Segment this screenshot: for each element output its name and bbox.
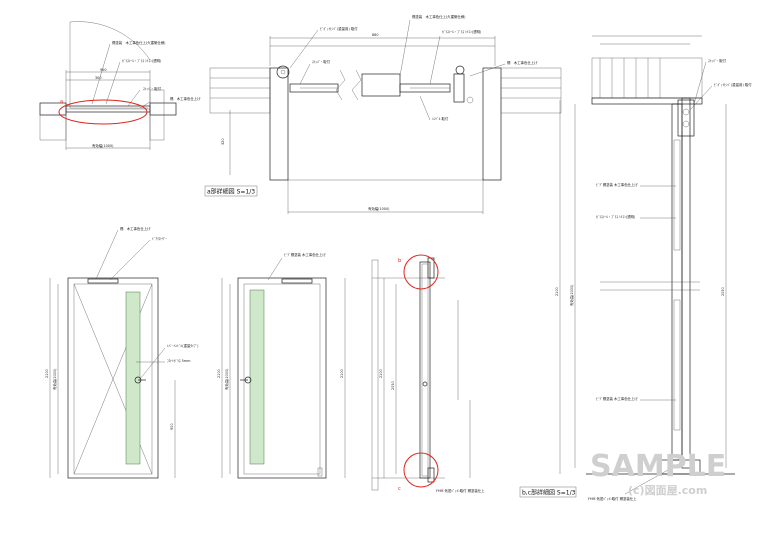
bc-dim-2050: 2050 bbox=[721, 287, 725, 296]
marker-c: c bbox=[398, 486, 401, 492]
elev1-dim-inner: 有効高(2000) bbox=[52, 368, 57, 390]
bc-note-bottom: FHM 気密ﾊﾟｯｷﾝ取付 錫塗装仕上 bbox=[588, 496, 637, 501]
plan-note-paint: 錫塗装 木工事色仕上げ(建築仕様) bbox=[112, 40, 166, 45]
highlight-c bbox=[403, 452, 439, 488]
elev2-dim-h2: 2100 bbox=[340, 369, 344, 378]
sec-dim-2100: 2100 bbox=[379, 369, 383, 378]
watermark: SAMPLE (c)図面屋.com bbox=[590, 449, 726, 497]
elev1-note-closer: ﾄﾞｱｸﾛｰｻﾞｰ bbox=[152, 236, 168, 241]
elev1-dim-900: 900 bbox=[170, 424, 174, 430]
a-dim-860: 860 bbox=[372, 33, 378, 37]
plan-dim-total: 有効幅(1000) bbox=[92, 143, 114, 148]
plan-note-glass: ｶﾞﾗｽｼｰﾙ・ﾌﾞﾗｽ ｼﾘｺﾝ(透明) bbox=[122, 58, 162, 63]
highlight-b bbox=[403, 254, 439, 290]
bc-dim-inner: 有効高(2000) bbox=[569, 284, 574, 306]
section-bc: 2100 2050 FHM 気密ﾊﾟｯｷﾝ取付 錫塗装仕上 b c bbox=[371, 254, 485, 493]
a-note-handle: ﾊﾝﾄﾞﾙ 取付 bbox=[432, 116, 449, 121]
watermark-site: (c)図面屋.com bbox=[628, 483, 707, 497]
elevation-2: 2100 有効高(2000) 2100 ﾋﾞﾃﾞ錫塗装 木工事色仕上げ bbox=[217, 252, 346, 479]
watermark-sample: SAMPLE bbox=[590, 449, 726, 484]
sec-note-bottom: FHM 気密ﾊﾟｯｷﾝ取付 錫塗装仕上 bbox=[436, 488, 485, 493]
elev2-dim-h: 2100 bbox=[217, 369, 221, 378]
bc-dim-2100: 2100 bbox=[555, 287, 559, 296]
marker-a: a bbox=[60, 99, 63, 105]
elev1-note-lever: ﾚﾊﾞｰﾊﾝﾄﾞﾙ(重量ﾀｲﾌﾟ) bbox=[167, 343, 199, 348]
pivot-hinge-icon bbox=[276, 65, 290, 79]
bc-note-frame: ﾋﾞﾃﾞ錫塗装 木工事色仕上げ bbox=[596, 182, 638, 187]
plan-note-wall: 錫 木工事色仕上げ bbox=[170, 96, 201, 101]
elevation-1: 2100 有効高(2000) 900 錫 木工事色仕上げ ﾄﾞｱｸﾛｰｻﾞｰ ﾚ… bbox=[45, 226, 199, 479]
handle-icon bbox=[455, 65, 465, 75]
a-note-stopper: ｽﾄｯﾊﾟｰ 取付 bbox=[312, 59, 331, 64]
bc-detail: 2100 有効高(2000) 2050 ｽﾄｯﾊﾟｰ 取付 ﾋﾟﾎﾞｯﾄﾋﾝｼﾞ… bbox=[519, 35, 752, 501]
elev1-note-paint: 錫 木工事色仕上げ bbox=[120, 226, 151, 231]
a-note-glass: ｶﾞﾗｽｼｰﾙ・ﾌﾞﾗｽ ｼﾘｺﾝ(透明) bbox=[442, 29, 482, 34]
bc-note-frame-2: ﾋﾞﾃﾞ錫塗装 木工事色仕上げ bbox=[596, 396, 638, 401]
sec-dim-2050: 2050 bbox=[391, 381, 395, 390]
a-note-hinge: ﾋﾟﾎﾞｯﾄﾋﾝｼﾞ(重量用) 取付 bbox=[320, 26, 358, 31]
elev2-dim-inner: 有効高(2000) bbox=[224, 368, 229, 390]
glass-pane-2 bbox=[249, 289, 265, 465]
plan-note-stopper: ｽﾄｯﾊﾟｰ 取付 bbox=[143, 86, 162, 91]
plan-dim-900: 900 bbox=[100, 68, 106, 72]
plan-view: 900 300 有効幅(1000) 錫塗装 木工事色仕上げ(建築仕様) ｶﾞﾗｽ… bbox=[39, 21, 201, 150]
bc-note-hinge: ﾋﾟﾎﾞｯﾄﾋﾝｼﾞ(重量用) 取付 bbox=[714, 82, 752, 87]
a-dim-total: 有効幅(1000) bbox=[368, 206, 390, 211]
a-dim-320: 320 bbox=[221, 139, 225, 145]
a-detail: 860 有効幅(1000) bbox=[204, 14, 562, 214]
bc-note-glass: ｶﾞﾗｽｼｰﾙ・ﾌﾞﾗｽ ｼﾘｺﾝ(透明) bbox=[596, 214, 636, 219]
elev1-note-glass: ﾌﾛｰﾄｶﾞﾗｽ 5mm bbox=[167, 358, 191, 363]
glass-pane-1 bbox=[125, 291, 141, 465]
highlight-a-plan bbox=[58, 99, 148, 125]
plan-dim-300: 300 bbox=[95, 76, 101, 80]
bc-detail-title: b,c部詳細図 S=1/3 bbox=[522, 489, 576, 497]
a-detail-title: a部詳細図 S=1/3 bbox=[207, 188, 255, 196]
a-note-wall: 錫 木工事色仕上げ bbox=[507, 60, 538, 65]
marker-b: b bbox=[398, 258, 401, 264]
a-note-paint: 錫塗装 木工事色仕上げ(建築仕様) bbox=[412, 14, 466, 19]
elev1-dim-h: 2100 bbox=[45, 369, 49, 378]
elev2-note-frame: ﾋﾞﾃﾞ錫塗装 木工事色仕上げ bbox=[284, 252, 326, 257]
bc-note-stopper: ｽﾄｯﾊﾟｰ 取付 bbox=[708, 58, 727, 63]
